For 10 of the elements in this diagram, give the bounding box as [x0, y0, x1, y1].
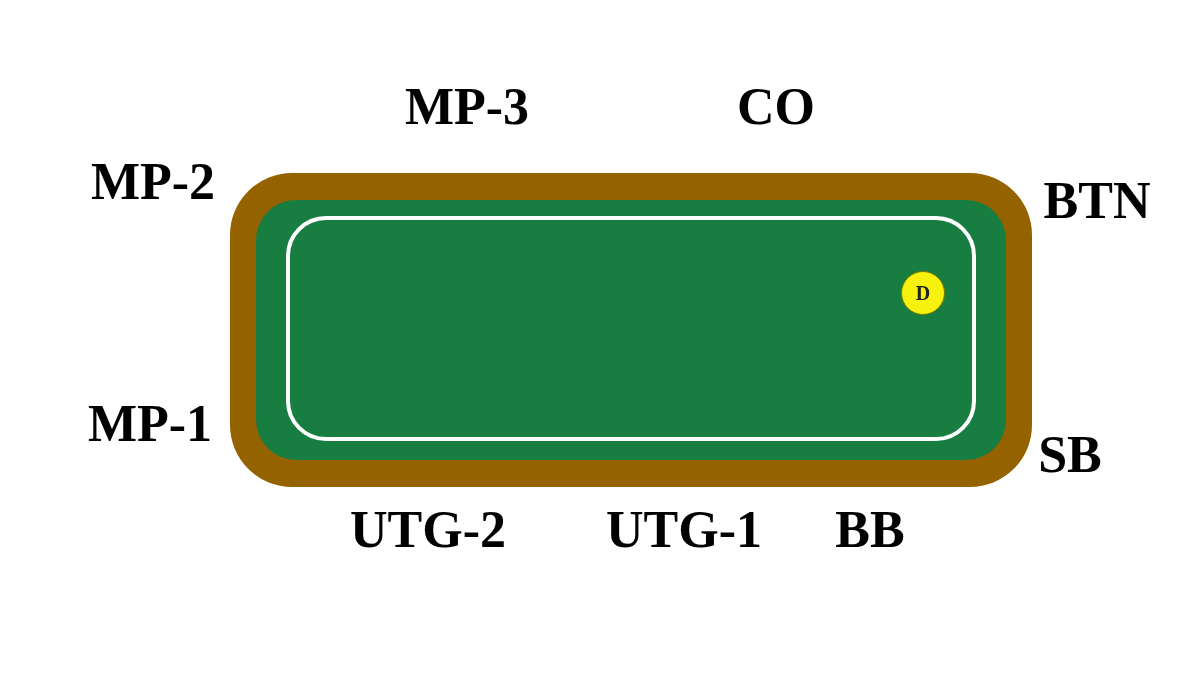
position-label: MP-1 [87, 398, 213, 450]
position-label: UTG-2 [350, 504, 506, 556]
position-label: MP-3 [404, 81, 530, 133]
position-label: CO [737, 81, 815, 133]
poker-table [230, 173, 1032, 487]
position-label: BB [835, 504, 905, 556]
position-label: SB [1038, 429, 1102, 481]
position-label: UTG-1 [606, 504, 762, 556]
position-label: MP-2 [90, 156, 216, 208]
position-label: BTN [1043, 175, 1151, 227]
